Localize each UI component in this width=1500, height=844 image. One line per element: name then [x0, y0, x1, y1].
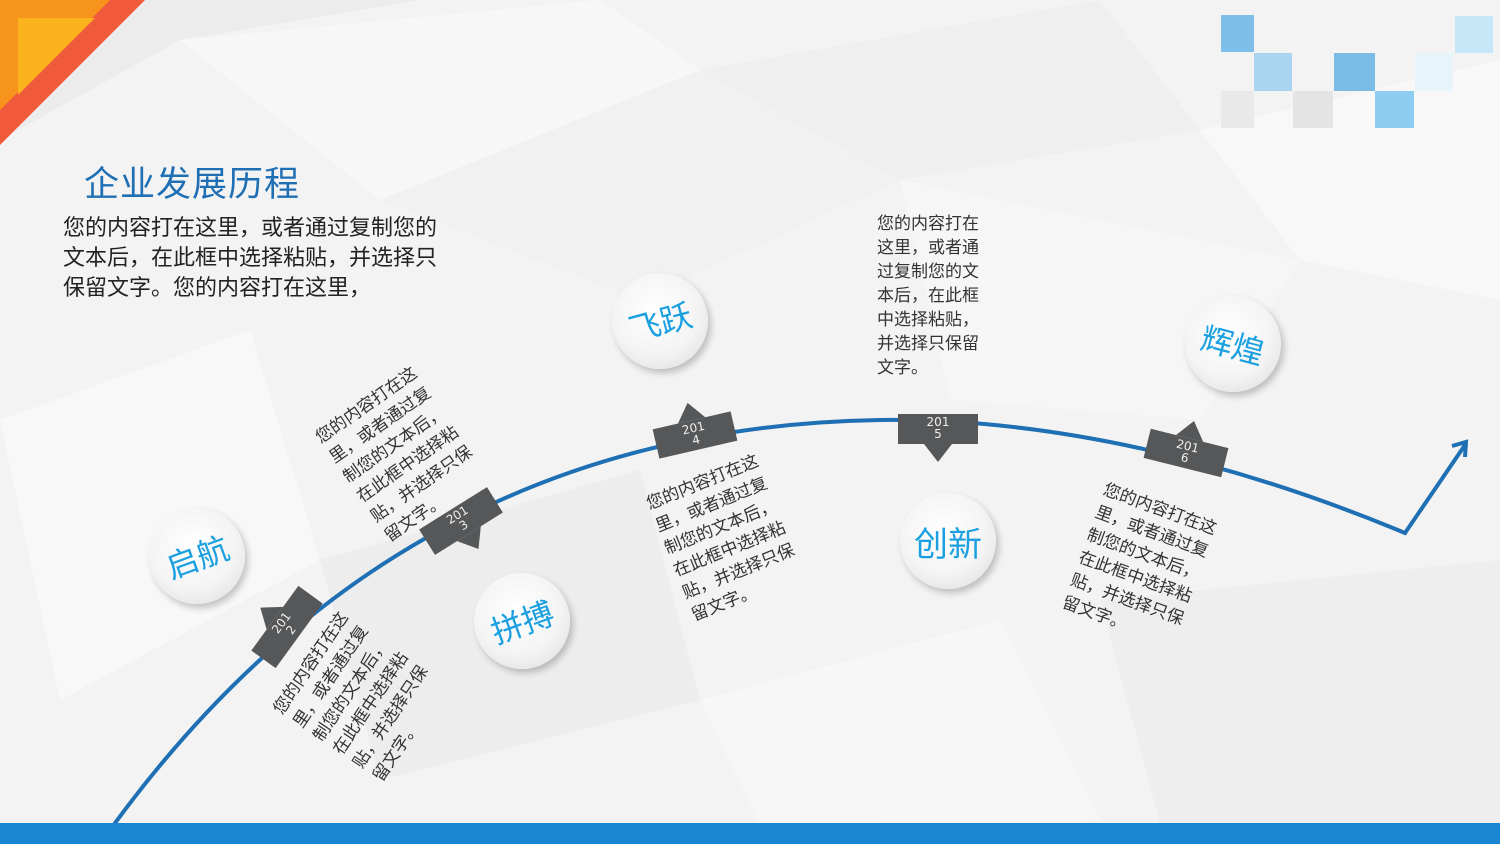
milestone-feiyue: 飞跃	[612, 273, 708, 369]
bottom-bar	[0, 823, 1500, 844]
deco-square	[1221, 15, 1254, 52]
milestone-label: 飞跃	[624, 296, 697, 350]
milestone-qihang: 启航	[149, 508, 245, 604]
milestone-label: 拼搏	[486, 594, 560, 652]
milestone-huihuang: 辉煌	[1185, 296, 1281, 392]
page-title: 企业发展历程	[84, 165, 301, 205]
year-tag: 201 5	[898, 414, 978, 462]
intro-text: 您的内容打在这里，或者通过复制您的文本后，在此框中选择粘贴，并选择只保留文字。您…	[63, 216, 438, 301]
milestone-description: 您的内容打在 这里，或者通 过复制您的文 本后，在此框 中选择粘贴， 并选择只保…	[877, 214, 979, 378]
milestone-label: 启航	[161, 529, 235, 587]
milestone-label: 创新	[914, 524, 982, 565]
arrow-head	[1451, 439, 1469, 458]
milestone-pinbo: 拼搏	[474, 573, 570, 669]
milestone-chuangxin: 创新	[900, 493, 996, 589]
year-tag-text: 201 5	[926, 416, 950, 441]
milestone-label: 辉煌	[1196, 319, 1269, 373]
